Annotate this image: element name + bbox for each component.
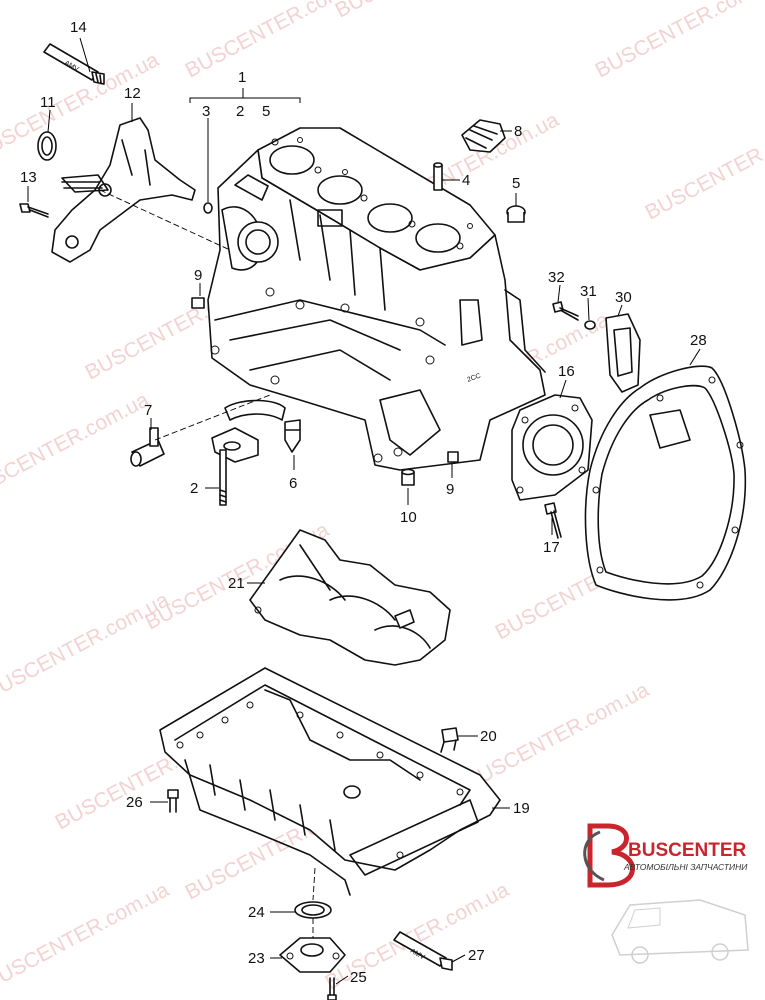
drain-plug-20 (440, 727, 459, 753)
callout-12: 12 (124, 85, 141, 102)
baffle-plate-21 (249, 529, 451, 666)
callout-3: 3 (202, 103, 210, 120)
dowel-pin-4 (433, 162, 443, 191)
o-ring-3 (203, 202, 213, 214)
engine-block: 2CC (207, 127, 546, 471)
bearing-cap (211, 399, 286, 506)
flange-23 (279, 937, 346, 973)
callout-5: 5 (512, 175, 520, 192)
callout-2: 2 (236, 103, 244, 120)
callout-10: 10 (400, 509, 417, 526)
callout-9: 9 (194, 267, 202, 284)
dowel-pin-10 (401, 468, 415, 486)
bolt-13 (19, 203, 49, 218)
leader-lines (27, 37, 701, 985)
callout-17: 17 (543, 539, 560, 556)
bolt-32 (552, 301, 579, 321)
rear-seal-flange-16 (511, 394, 593, 501)
buscenter-logo: BUSCENTER АВТОМОБІЛЬНІ ЗАПЧАСТИНИ (583, 823, 749, 964)
dowel-pin-9 (191, 297, 459, 463)
callout-5: 5 (262, 103, 270, 120)
callout-32: 32 (548, 269, 565, 286)
callout-16: 16 (558, 363, 575, 380)
callout-4: 4 (462, 172, 470, 189)
cover-30 (605, 313, 641, 393)
watermark: BUSCENTER.com.ua (592, 0, 765, 82)
callout-2: 2 (190, 480, 198, 497)
watermark: BUSCENTER.com.ua (0, 878, 173, 994)
callout-23: 23 (248, 950, 265, 967)
van-icon (611, 899, 749, 964)
watermark: BUSCENTER.com.ua (332, 0, 523, 22)
callout-19: 19 (513, 800, 530, 817)
bolt-17 (544, 502, 562, 539)
nozzle-7 (130, 427, 165, 467)
engine-mount-bracket (51, 117, 196, 263)
sealant-tube-14: AMV (43, 43, 105, 85)
sensor-6 (284, 419, 301, 453)
callout-8: 8 (514, 123, 522, 140)
callout-24: 24 (248, 904, 265, 921)
callout-21: 21 (228, 575, 245, 592)
callout-13: 13 (20, 169, 37, 186)
callout-9: 9 (446, 481, 454, 498)
callout-25: 25 (350, 969, 367, 986)
callout-labels: 14 11 12 13 1 3 2 5 8 4 5 9 32 31 30 28 … (20, 19, 707, 986)
gasket-28 (584, 365, 747, 601)
callout-26: 26 (126, 794, 143, 811)
svg-text:2CC: 2CC (466, 373, 482, 384)
logo-b-mark (587, 823, 635, 888)
oil-pan-19 (159, 667, 501, 896)
callout-31: 31 (580, 283, 597, 300)
callout-28: 28 (690, 332, 707, 349)
watermark: BUSCENTER.com.ua (0, 388, 153, 504)
bolt-25 (327, 977, 337, 1000)
logo-c-mark (583, 830, 605, 882)
plug-5 (506, 205, 526, 223)
callout-14: 14 (70, 19, 87, 36)
seal-ring (37, 131, 57, 161)
callout-30: 30 (615, 289, 632, 306)
callout-1: 1 (238, 69, 246, 86)
callout-7: 7 (144, 402, 152, 419)
callout-20: 20 (480, 728, 497, 745)
callout-11: 11 (40, 94, 56, 111)
washer-31 (584, 320, 596, 330)
callout-6: 6 (289, 475, 297, 492)
watermark: BUSCENTER.com.ua (642, 108, 765, 224)
watermark: BUSCENTER.com.ua (0, 588, 173, 704)
logo-subtitle: АВТОМОБІЛЬНІ ЗАПЧАСТИНИ (623, 862, 748, 872)
plug-8 (461, 119, 506, 153)
bolt-26 (167, 789, 179, 813)
callout-27: 27 (468, 947, 485, 964)
logo-name: BUSCENTER (628, 840, 747, 861)
seal-ring-24 (294, 901, 332, 919)
